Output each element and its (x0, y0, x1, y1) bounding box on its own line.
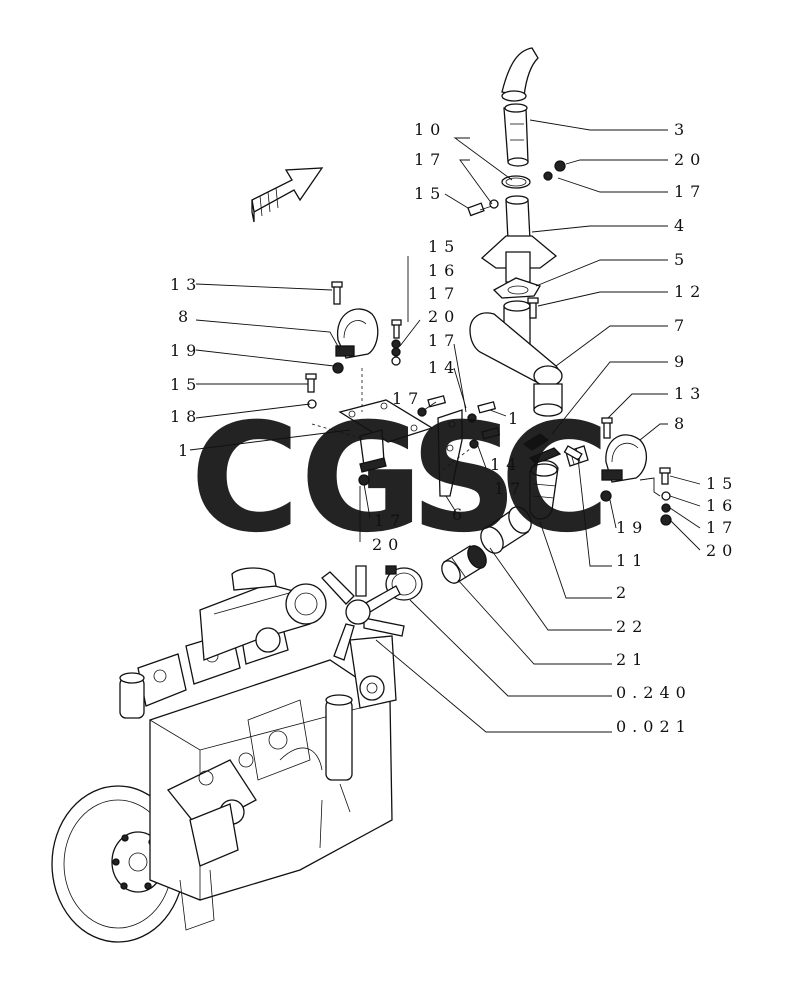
callout-4: 4 (674, 216, 690, 235)
callout-1-right: 1 (508, 409, 524, 428)
callout-11: 11 (616, 551, 648, 570)
callout-17-top-left: 17 (414, 150, 446, 169)
callout-9: 9 (674, 352, 690, 371)
exhaust-flange-pipe (480, 195, 558, 283)
callout-18: 18 (170, 407, 202, 426)
callout-17-lower: 17 (494, 479, 526, 498)
callout-19-left: 19 (170, 341, 202, 360)
v-band-clamp (522, 433, 562, 465)
bolt-15-right (659, 467, 671, 485)
callout-8-left: 8 (178, 307, 194, 326)
bolt-15-mid (391, 319, 402, 339)
bolt-13-right (601, 417, 613, 439)
callout-14-lower: 14 (490, 455, 522, 474)
bolt-14-c (481, 427, 501, 440)
fasteners (305, 160, 672, 526)
bolt-12 (527, 297, 539, 319)
callout-12: 12 (674, 282, 706, 301)
callout-17-right: 17 (706, 518, 738, 537)
callout-2: 2 (616, 583, 632, 602)
callout-15-mid: 15 (428, 237, 460, 256)
callout-20-bottom: 20 (372, 535, 404, 554)
bolt-15-top (467, 202, 493, 217)
callout-13-left: 13 (170, 275, 202, 294)
gasket (492, 277, 541, 299)
bolt-11 (563, 445, 583, 461)
watermark-letter-1: C (190, 392, 300, 566)
callout-15-top: 15 (414, 184, 446, 203)
bolt-13-left (331, 281, 343, 305)
callout-7: 7 (674, 316, 690, 335)
support-bracket (437, 409, 463, 497)
callout-16-mid: 16 (428, 261, 460, 280)
callout-20-top: 20 (674, 150, 706, 169)
watermark: C G S C (190, 392, 610, 566)
bolt-14-b (477, 401, 497, 414)
watermark-letter-2: G (300, 392, 423, 566)
mounting-plate (338, 399, 434, 473)
exhaust-elbow-pipe (501, 47, 539, 167)
exhaust-tee-body (469, 300, 563, 417)
pipe-clamp-left (335, 308, 379, 359)
callout-20-mid: 20 (428, 307, 460, 326)
bolt-15-left (305, 373, 317, 393)
callout-19-right: 19 (616, 518, 648, 537)
callout-labels: 3 10 20 17 17 15 4 5 12 7 9 13 8 15 16 1… (170, 120, 738, 736)
watermark-letter-3: S (410, 392, 518, 566)
exhaust-elbow-lower (529, 460, 559, 520)
direction-arrow-icon (251, 167, 324, 223)
callout-1-left: 1 (178, 441, 194, 460)
callout-16-right: 16 (706, 496, 738, 515)
callout-3: 3 (674, 120, 690, 139)
callout-6: 6 (452, 505, 468, 524)
callout-10: 10 (414, 120, 446, 139)
callout-15-right: 15 (706, 474, 738, 493)
engine-illustration (51, 565, 405, 943)
callout-17-center: 17 (428, 331, 460, 350)
callout-0-021: 0.021 (616, 717, 692, 736)
callout-13-right: 13 (674, 384, 706, 403)
callout-0-240: 0.240 (616, 683, 692, 702)
watermark-letter-4: C (500, 392, 610, 566)
callout-14-center: 14 (428, 358, 460, 377)
callout-20-right: 20 (706, 541, 738, 560)
callout-17-mid: 17 (428, 284, 460, 303)
callout-15-left: 15 (170, 375, 202, 394)
leader-lines (189, 119, 701, 733)
exhaust-pipe-section (480, 506, 532, 554)
callout-8-right: 8 (674, 414, 690, 433)
callout-22: 22 (616, 617, 648, 636)
flex-sleeve (441, 545, 487, 584)
clamp-ring (501, 175, 531, 189)
callout-21: 21 (616, 650, 648, 669)
callout-17-top-right: 17 (674, 182, 706, 201)
callout-17-bottom: 17 (374, 511, 406, 530)
callout-5: 5 (674, 250, 690, 269)
callout-17-bracket: 17 (392, 389, 424, 408)
